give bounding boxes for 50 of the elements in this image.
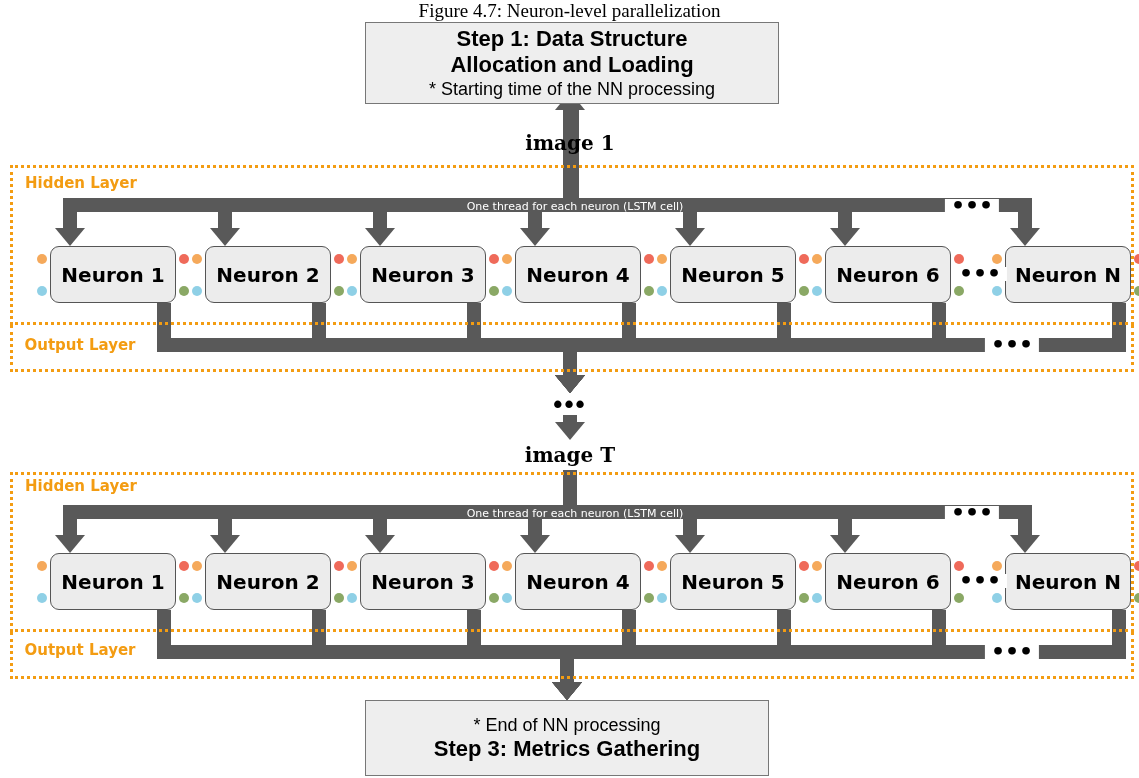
neuron-name: Neuron 5 bbox=[681, 262, 785, 287]
neuron-box bbox=[50, 553, 176, 610]
neuron-box bbox=[670, 246, 796, 303]
neuron-box bbox=[205, 246, 331, 303]
neuron-box bbox=[205, 553, 331, 610]
neuron-name: Neuron 1 bbox=[61, 569, 165, 594]
neuron-name: Neuron 3 bbox=[371, 262, 475, 287]
layer-label: Hidden Layer bbox=[25, 477, 137, 495]
neuron-name: Neuron N bbox=[1014, 262, 1122, 287]
input-name: image T bbox=[524, 442, 616, 468]
neuron-name: Neuron 2 bbox=[216, 262, 320, 287]
neuron-name: Neuron 6 bbox=[836, 569, 940, 594]
neuron-box bbox=[1005, 553, 1131, 610]
neuron-name: Neuron 1 bbox=[61, 262, 165, 287]
neuron-box bbox=[515, 553, 641, 610]
neuron-box bbox=[50, 246, 176, 303]
ellipsis: ••• bbox=[553, 393, 587, 415]
neuron-box bbox=[360, 553, 486, 610]
step-note: * End of NN processing bbox=[473, 714, 661, 736]
ellipsis: ••• bbox=[944, 199, 1000, 213]
neuron-name: Neuron 4 bbox=[526, 262, 630, 287]
figure-title: Figure 4.7: Neuron-level parallelization bbox=[417, 0, 722, 21]
ellipsis: ••• bbox=[944, 506, 1000, 520]
layer-label: Hidden Layer bbox=[25, 174, 137, 192]
process-box bbox=[365, 22, 779, 104]
step-heading: Step 3: Metrics Gathering bbox=[433, 736, 701, 762]
bus-label: One thread for each neuron (LSTM cell) bbox=[466, 506, 684, 520]
step-note: * Starting time of the NN processing bbox=[428, 78, 716, 100]
layer-label: Output Layer bbox=[24, 336, 136, 354]
ellipsis: ••• bbox=[984, 338, 1040, 352]
ellipsis: ••• bbox=[984, 645, 1040, 659]
neuron-box bbox=[515, 246, 641, 303]
neuron-name: Neuron N bbox=[1014, 569, 1122, 594]
process-box bbox=[365, 700, 769, 776]
step-heading: Step 1: Data Structure Allocation and Loading bbox=[449, 26, 695, 78]
neuron-box bbox=[825, 246, 951, 303]
neuron-name: Neuron 5 bbox=[681, 569, 785, 594]
neuron-box bbox=[825, 553, 951, 610]
layer-label: Output Layer bbox=[24, 641, 136, 659]
neuron-box bbox=[1005, 246, 1131, 303]
neuron-box bbox=[360, 246, 486, 303]
neuron-name: Neuron 4 bbox=[526, 569, 630, 594]
neuron-name: Neuron 2 bbox=[216, 569, 320, 594]
arrow bbox=[552, 610, 1126, 700]
arrow bbox=[555, 303, 1126, 393]
neuron-name: Neuron 3 bbox=[371, 569, 475, 594]
arrow bbox=[555, 415, 585, 440]
neuron-box bbox=[670, 553, 796, 610]
neuron-name: Neuron 6 bbox=[836, 262, 940, 287]
bus-label: One thread for each neuron (LSTM cell) bbox=[466, 199, 684, 213]
